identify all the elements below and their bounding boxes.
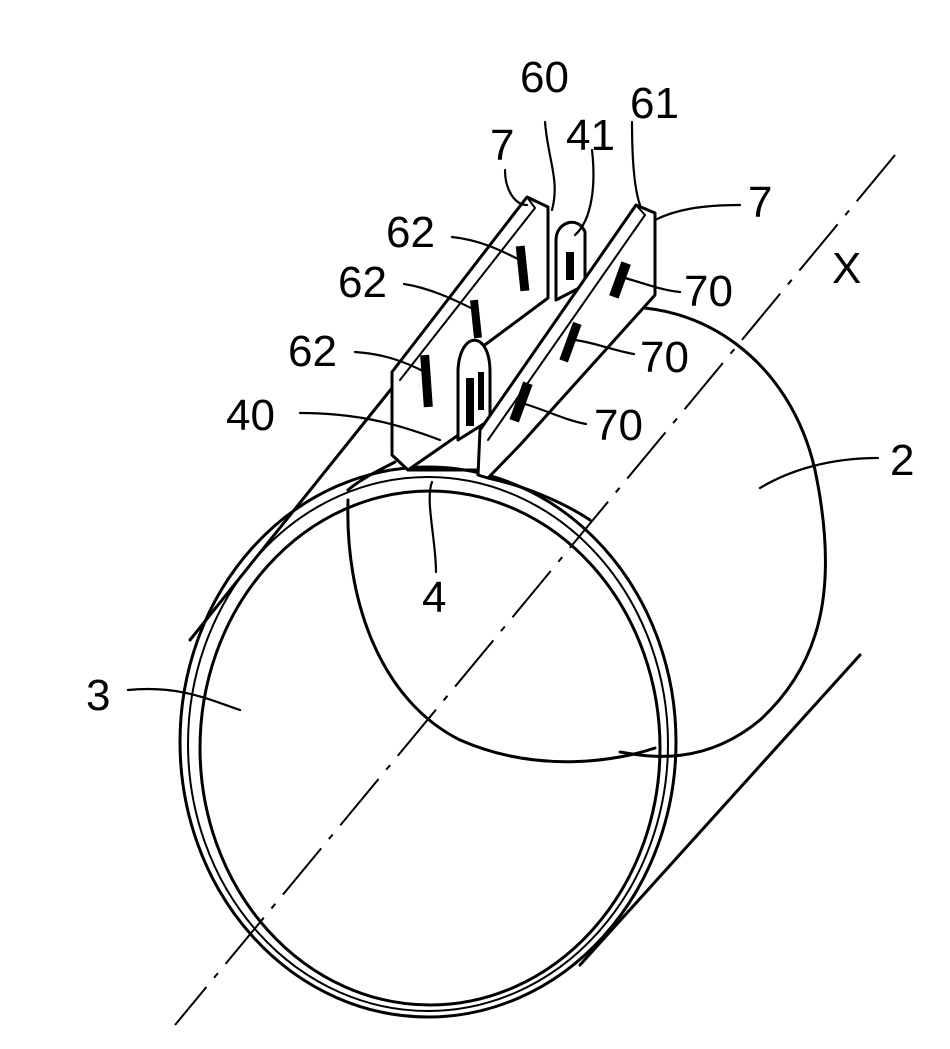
label-slot-70-top: 70	[684, 267, 733, 316]
label-slot-62-bottom: 62	[288, 327, 337, 376]
label-slot-62-top: 62	[386, 208, 435, 257]
label-flange-61: 61	[630, 79, 679, 128]
collar-front-mid	[188, 477, 668, 1011]
tongue-40-slot-a	[466, 378, 474, 426]
label-axis-x: X	[832, 244, 861, 293]
label-flange-60: 60	[520, 53, 569, 102]
sleeve-front-inner	[200, 491, 660, 1005]
label-tab-7-right: 7	[748, 178, 772, 227]
label-slot-70-mid: 70	[640, 333, 689, 382]
label-gap-4: 4	[422, 573, 446, 622]
label-sleeve-3: 3	[86, 671, 110, 720]
tongue-41-slot	[566, 252, 574, 280]
leader-61	[632, 122, 640, 205]
tongue-40-slot-b	[478, 372, 484, 410]
label-tab-7-left: 7	[490, 121, 514, 170]
leader-4	[430, 482, 436, 572]
label-edge-41: 41	[566, 111, 615, 160]
label-slot-62-mid: 62	[338, 258, 387, 307]
cylinder-bottom-silhouette	[580, 655, 860, 965]
label-slot-70-bottom: 70	[594, 401, 643, 450]
collar-front-outer	[180, 467, 676, 1017]
leader-7-right	[655, 205, 740, 220]
leader-60	[545, 122, 555, 210]
label-edge-40: 40	[226, 391, 275, 440]
label-collar-2: 2	[890, 436, 914, 485]
